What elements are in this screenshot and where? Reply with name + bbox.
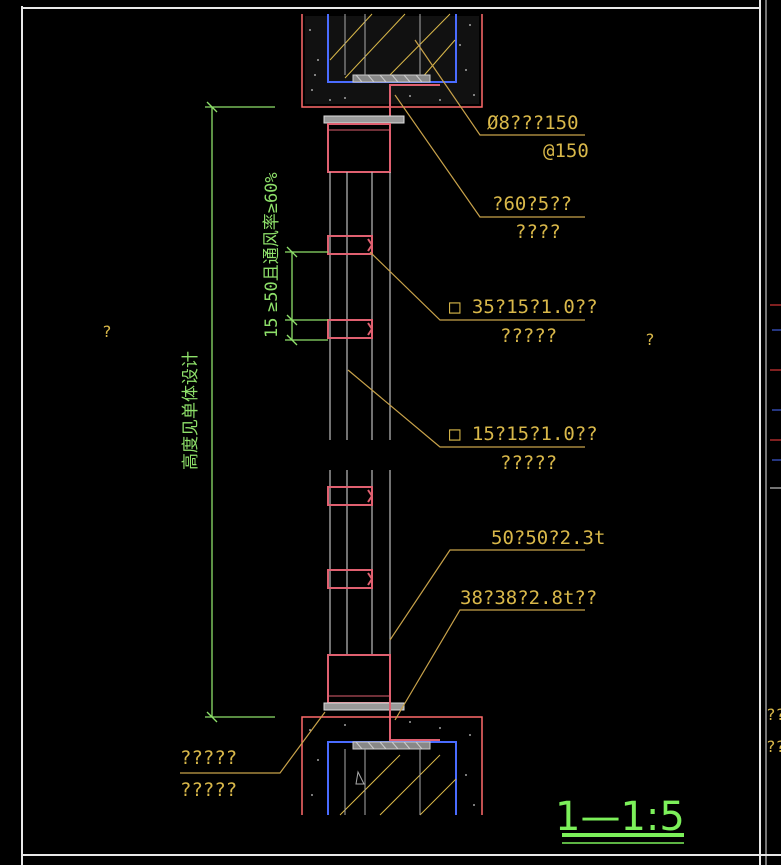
callout-bolt-line2: @150 <box>543 140 589 162</box>
callout-base-line1: ????? <box>180 747 237 769</box>
vent-note: ≥50且通风率≥60% <box>262 172 282 312</box>
question-mark-right: ? <box>645 330 655 349</box>
callout-tube35-line2: ????? <box>500 325 557 347</box>
callout-angle-line2: ???? <box>515 221 561 243</box>
dim-15: 15 <box>262 318 282 338</box>
mullion-lines <box>329 172 391 655</box>
question-mark-left: ? <box>102 322 112 341</box>
height-note: 高度见单体设计 <box>181 351 201 470</box>
louver-blade <box>327 486 373 506</box>
leader-lines <box>180 39 585 774</box>
right-mark-1: ?? <box>766 705 781 724</box>
louver-blade <box>327 569 373 589</box>
spacing-dimension <box>285 246 328 346</box>
top-bolt-plate <box>323 115 405 124</box>
callout-frame38: 38?38?2.8t?? <box>460 587 597 609</box>
callout-frame50: 50?50?2.3t <box>491 527 605 549</box>
adjacent-sheet-marks: ?? ?? <box>766 304 781 756</box>
callout-base-line2: ????? <box>180 779 237 801</box>
louver-blades <box>327 235 373 589</box>
bottom-angle-bracket <box>389 672 440 741</box>
louver-blade <box>327 235 373 255</box>
height-dimension <box>205 101 275 723</box>
scale-title: 1—1:5 <box>555 794 685 840</box>
callout-bolt-line1: Ø8???150 <box>487 112 579 134</box>
callout-tube35-line1: □ 35?15?1.0?? <box>449 296 598 318</box>
bottom-bolt-plate <box>323 702 405 711</box>
bottom-concrete-block <box>301 716 483 816</box>
top-concrete-block <box>301 13 483 108</box>
sheet-border <box>21 0 781 865</box>
louver-blade <box>327 319 373 339</box>
callout-tube15-line2: ????? <box>500 452 557 474</box>
callout-tube15-line1: □ 15?15?1.0?? <box>449 423 598 445</box>
top-frame-tube <box>327 123 391 173</box>
right-mark-2: ?? <box>766 737 781 756</box>
callout-angle-line1: ?60?5?? <box>492 193 572 215</box>
